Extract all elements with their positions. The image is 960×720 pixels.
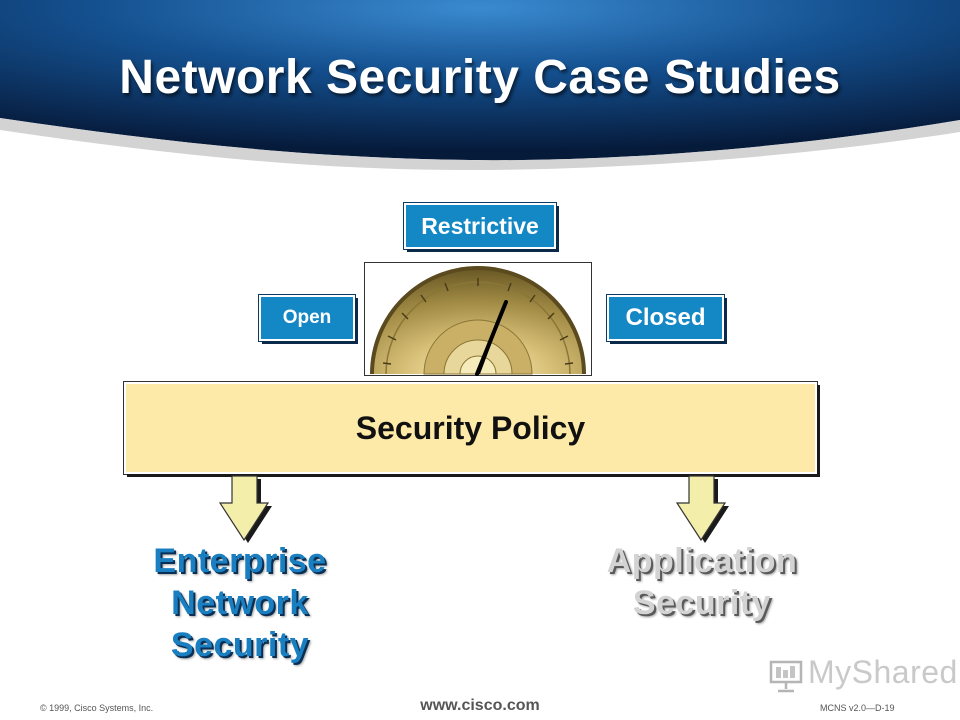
- watermark-text: MyShared: [808, 654, 958, 690]
- down-arrow-application: [675, 475, 729, 543]
- open-label: Open: [259, 295, 355, 341]
- enterprise-line-3: Security: [170, 626, 310, 664]
- presentation-board-icon: [769, 660, 803, 693]
- closed-label: Closed: [607, 295, 724, 341]
- restrictive-label: Restrictive: [404, 203, 556, 249]
- gauge-needle: [475, 300, 508, 376]
- header-banner: [0, 0, 960, 170]
- page-title: Network Security Case Studies: [119, 51, 841, 104]
- application-line-2: Security: [632, 584, 772, 622]
- application-line-1: Application: [606, 542, 798, 580]
- course-code-text: MCNS v2.0—D-19: [820, 703, 895, 713]
- copyright-text: © 1999, Cisco Systems, Inc.: [40, 703, 154, 713]
- enterprise-line-2: Network: [171, 584, 309, 622]
- down-arrow-enterprise: [218, 475, 272, 543]
- security-policy-bar: Security Policy: [124, 382, 817, 474]
- application-security-label: Application Security: [572, 540, 832, 624]
- enterprise-network-security-label: Enterprise Network Security: [120, 540, 360, 666]
- website-link[interactable]: www.cisco.com: [420, 697, 540, 714]
- enterprise-line-1: Enterprise: [153, 542, 327, 580]
- security-gauge: [370, 266, 586, 376]
